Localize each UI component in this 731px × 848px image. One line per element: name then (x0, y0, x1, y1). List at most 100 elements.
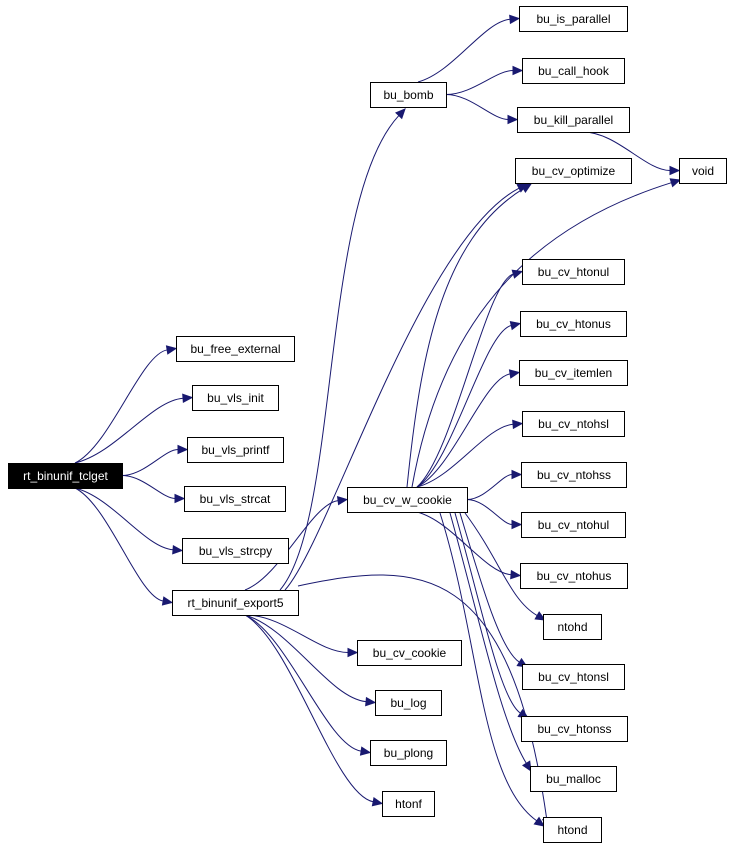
node-label: bu_vls_init (207, 391, 264, 405)
node-box (347, 487, 468, 513)
node-bu_cv_htonss[interactable]: bu_cv_htonss (521, 716, 628, 742)
node-label: ntohd (557, 620, 587, 634)
node-rt_binunif_tclget: rt_binunif_tclget (8, 463, 123, 489)
node-bu_cv_ntohul[interactable]: bu_cv_ntohul (521, 512, 626, 538)
edge-line (454, 512, 521, 714)
node-box (521, 716, 628, 742)
edge-rt_binunif_export5-to-bu_cv_optimize (284, 183, 529, 591)
edge-arrowhead (509, 320, 522, 331)
edge-line (279, 115, 400, 591)
edge-arrowhead (371, 796, 384, 807)
edge-arrowhead (511, 519, 523, 530)
edge-arrowhead (510, 569, 522, 580)
edge-bu_cv_w_cookie-to-bu_cv_ntohss (466, 469, 523, 500)
edge-arrowhead (182, 393, 194, 404)
edge-bu_bomb-to-bu_is_parallel (417, 14, 521, 83)
node-bu_vls_init[interactable]: bu_vls_init (192, 385, 279, 411)
node-box (543, 614, 602, 640)
node-label: bu_cv_ntohsl (538, 417, 609, 431)
node-box (519, 6, 628, 32)
node-htonf[interactable]: htonf (382, 791, 435, 817)
node-bu_cv_cookie[interactable]: bu_cv_cookie (357, 640, 462, 666)
node-bu_cv_ntohus[interactable]: bu_cv_ntohus (520, 563, 628, 589)
node-bu_bomb[interactable]: bu_bomb (370, 82, 447, 108)
node-label: bu_cv_ntohss (537, 468, 611, 482)
edge-arrowhead (669, 165, 681, 176)
node-bu_kill_parallel[interactable]: bu_kill_parallel (517, 107, 630, 133)
node-bu_cv_ntohsl[interactable]: bu_cv_ntohsl (522, 411, 625, 437)
node-box (517, 107, 630, 133)
edge-bu_bomb-to-bu_call_hook (445, 65, 524, 95)
edge-line (445, 94, 509, 120)
node-bu_cv_htonsl[interactable]: bu_cv_htonsl (522, 664, 625, 690)
edges-layer (74, 14, 682, 830)
node-label: bu_cv_htonss (537, 722, 611, 736)
node-bu_is_parallel[interactable]: bu_is_parallel (519, 6, 628, 32)
node-box (522, 58, 625, 84)
edge-line (445, 70, 514, 95)
node-bu_cv_htonus[interactable]: bu_cv_htonus (520, 311, 627, 337)
node-label: rt_binunif_tclget (23, 469, 108, 483)
node-box (522, 259, 625, 285)
node-box (375, 690, 442, 716)
node-box (521, 462, 627, 488)
edge-bu_cv_w_cookie-to-bu_cv_htonss (454, 512, 530, 719)
node-rt_binunif_export5[interactable]: rt_binunif_export5 (172, 590, 299, 616)
node-bu_vls_printf[interactable]: bu_vls_printf (187, 437, 284, 463)
node-void[interactable]: void (679, 158, 727, 184)
node-bu_cv_w_cookie[interactable]: bu_cv_w_cookie (347, 487, 468, 513)
edge-line (417, 18, 511, 83)
node-label: bu_vls_printf (201, 443, 270, 457)
node-bu_vls_strcat[interactable]: bu_vls_strcat (184, 486, 286, 512)
node-ntohd[interactable]: ntohd (543, 614, 602, 640)
node-box (184, 486, 286, 512)
edge-arrowhead (511, 469, 523, 480)
edge-arrowhead (395, 108, 406, 120)
edge-arrowhead (669, 178, 682, 188)
edge-rt_binunif_export5-to-bu_log (244, 614, 377, 707)
node-label: bu_malloc (546, 772, 601, 786)
node-box (515, 158, 632, 184)
node-bu_cv_htonul[interactable]: bu_cv_htonul (522, 259, 625, 285)
node-box (370, 82, 447, 108)
node-box (192, 385, 279, 411)
edge-line (74, 487, 164, 602)
node-htond[interactable]: htond (543, 817, 602, 843)
edge-line (416, 325, 512, 488)
node-box (522, 664, 625, 690)
edge-arrowhead (172, 544, 184, 555)
edge-arrowhead (177, 444, 189, 455)
edge-line (464, 512, 538, 616)
node-bu_log[interactable]: bu_log (375, 690, 442, 716)
node-bu_vls_strcpy[interactable]: bu_vls_strcpy (182, 538, 289, 564)
node-bu_free_external[interactable]: bu_free_external (176, 336, 295, 362)
node-box (520, 563, 628, 589)
edge-line (74, 397, 184, 464)
edge-arrowhead (512, 65, 524, 76)
node-label: bu_vls_strcpy (199, 544, 272, 558)
node-box (8, 463, 123, 489)
node-label: bu_cv_w_cookie (363, 493, 452, 507)
edge-bu_cv_w_cookie-to-void (411, 178, 682, 488)
edge-arrowhead (512, 419, 524, 430)
edge-rt_binunif_tclget-to-bu_free_external (74, 345, 178, 464)
edge-bu_cv_w_cookie-to-bu_cv_ntohus (416, 511, 522, 580)
edge-bu_cv_w_cookie-to-bu_cv_itemlen (416, 369, 521, 488)
edge-line (244, 614, 374, 803)
edge-line (74, 487, 174, 551)
edge-line (582, 131, 671, 171)
node-bu_cv_itemlen[interactable]: bu_cv_itemlen (519, 360, 628, 386)
edge-line (244, 614, 367, 703)
edge-line (466, 474, 513, 500)
node-bu_cv_ntohss[interactable]: bu_cv_ntohss (521, 462, 627, 488)
edge-line (121, 449, 179, 476)
edge-rt_binunif_tclget-to-bu_vls_strcpy (74, 487, 184, 555)
node-bu_malloc[interactable]: bu_malloc (530, 766, 617, 792)
edge-line (244, 614, 349, 653)
node-bu_plong[interactable]: bu_plong (370, 740, 447, 766)
node-bu_call_hook[interactable]: bu_call_hook (522, 58, 625, 84)
node-bu_cv_optimize[interactable]: bu_cv_optimize (515, 158, 632, 184)
edge-rt_binunif_tclget-to-bu_vls_init (74, 393, 194, 464)
node-box (519, 360, 628, 386)
